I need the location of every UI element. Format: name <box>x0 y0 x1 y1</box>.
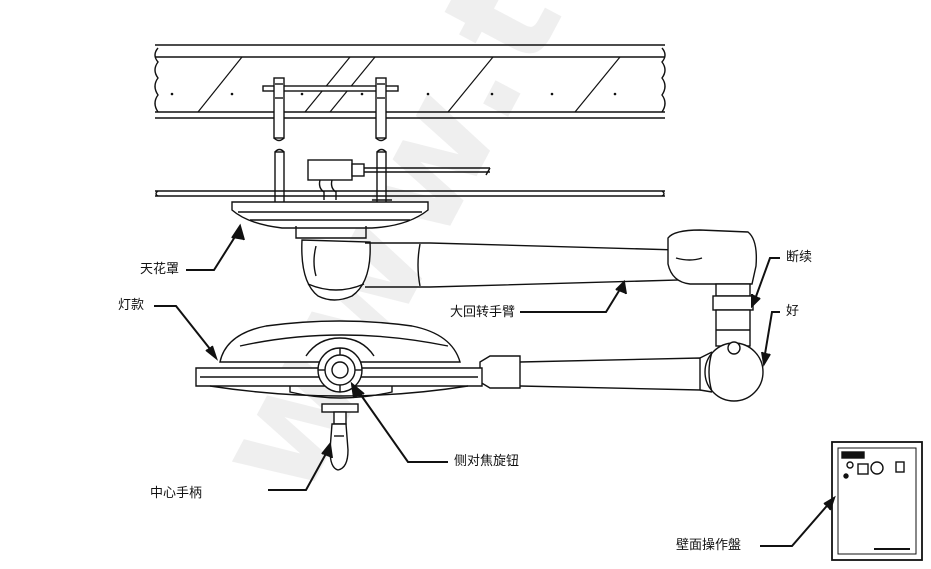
junction-box <box>307 159 491 200</box>
lower-arm <box>479 341 764 402</box>
mount-rods <box>262 77 399 220</box>
label-large-swivel-arm: 大回转手臂 <box>450 305 516 320</box>
label-center-handle: 中心手柄 <box>150 486 203 501</box>
lamp-head <box>195 320 483 399</box>
label-good: 好 <box>786 304 800 319</box>
center-handle <box>321 403 359 471</box>
leader-arrows <box>154 223 836 547</box>
label-broken: 断续 <box>786 250 813 265</box>
label-wall-panel: 壁面操作盤 <box>676 538 742 553</box>
ceiling-cover <box>231 201 429 239</box>
label-ceiling-cover: 天花罩 <box>140 262 180 277</box>
wall-panel <box>831 441 923 561</box>
label-lamp-model: 灯款 <box>118 298 145 313</box>
swivel-arm <box>301 229 758 347</box>
ceiling-beam <box>154 44 666 119</box>
label-side-focus-knob: 侧对焦旋钮 <box>454 454 520 469</box>
